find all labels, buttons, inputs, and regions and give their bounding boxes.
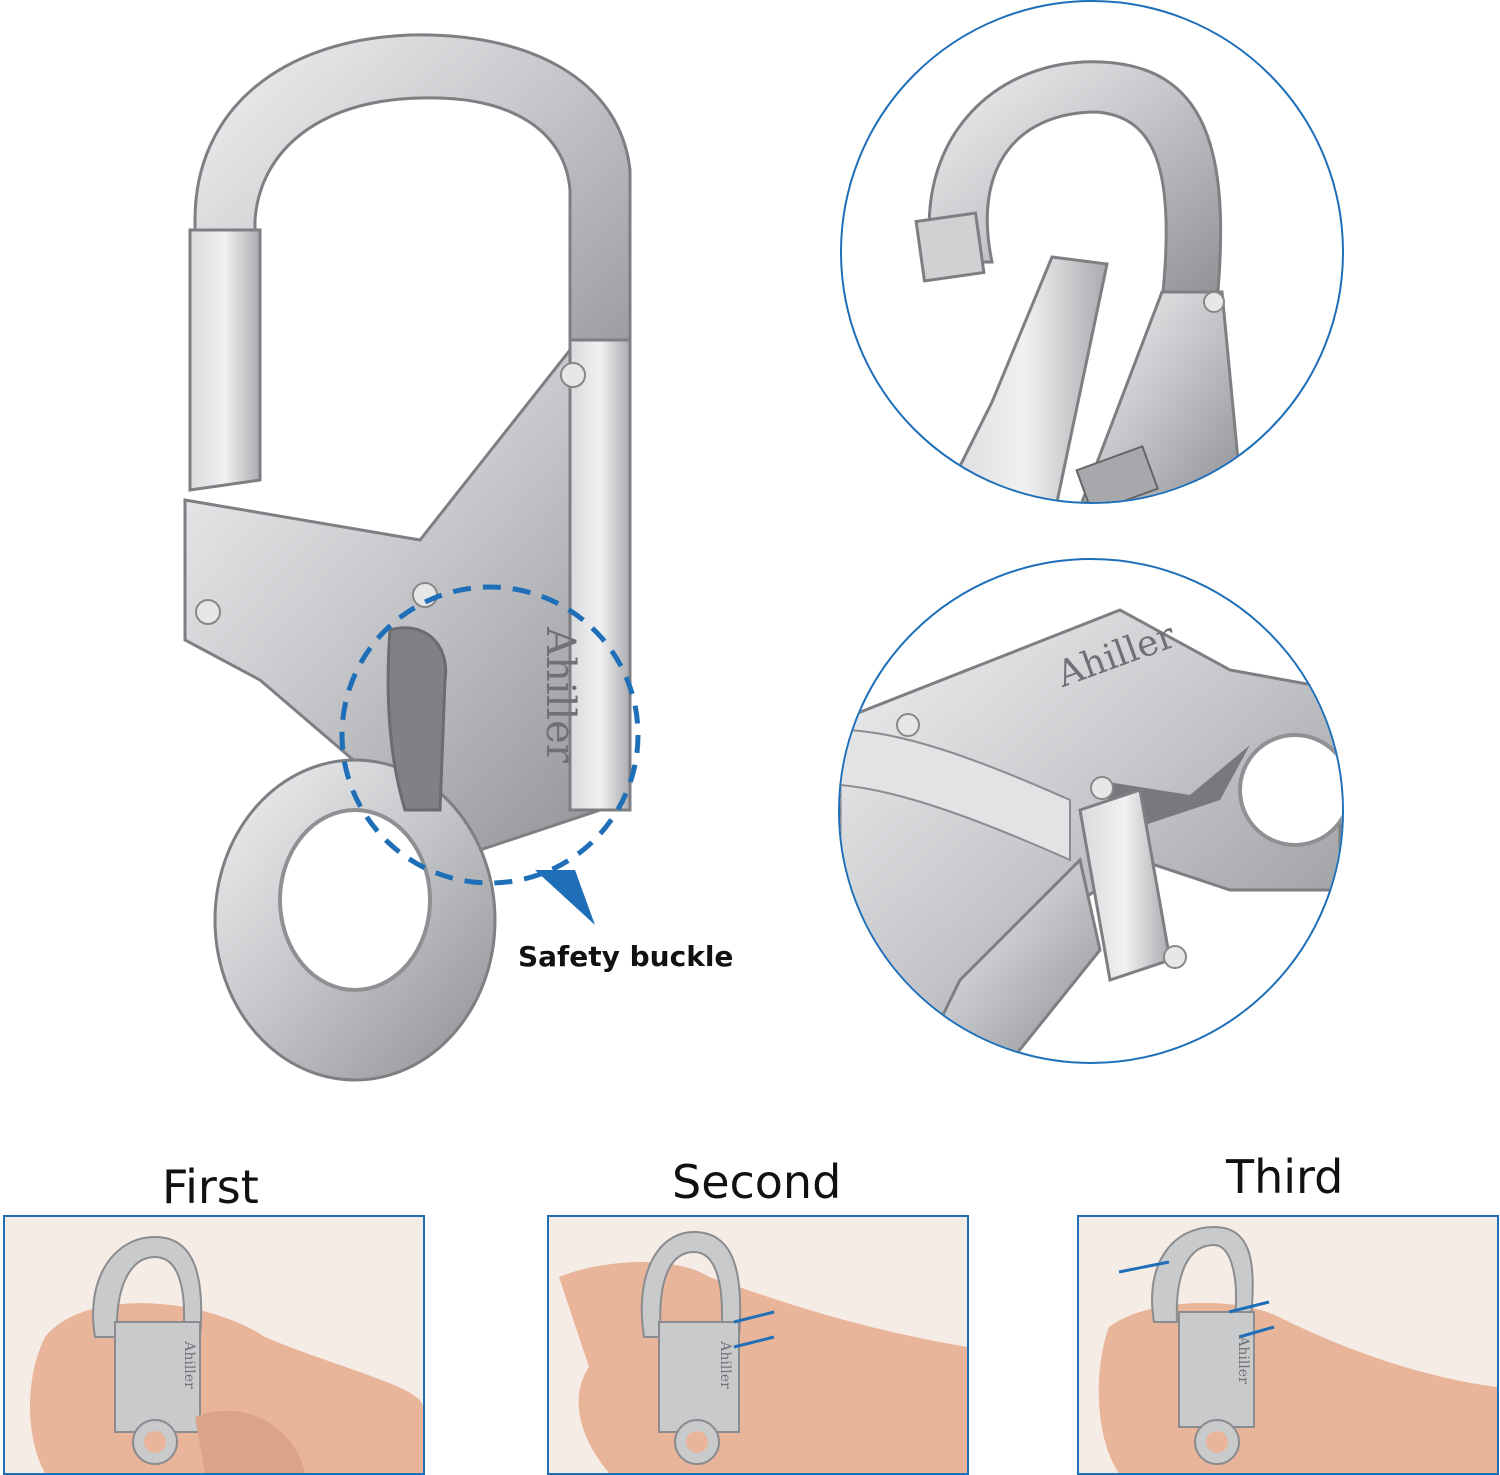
main-snap-hook-image bbox=[183, 33, 641, 1082]
arrow-indicator bbox=[733, 1335, 775, 1349]
step-label-first: First bbox=[162, 1160, 259, 1214]
step-label-third: Third bbox=[1226, 1150, 1344, 1204]
step-first-photo: Ahiller bbox=[3, 1215, 425, 1475]
arrow-indicator bbox=[1118, 1260, 1170, 1274]
rivet bbox=[1203, 291, 1225, 313]
rivet bbox=[1163, 945, 1187, 969]
rivet bbox=[195, 599, 221, 625]
rivet bbox=[1090, 776, 1114, 800]
safety-buckle-callout: Safety buckle bbox=[518, 940, 734, 973]
callout-arrow bbox=[535, 870, 595, 925]
brand-engraving: Ahiller bbox=[537, 627, 584, 763]
rivet bbox=[560, 362, 586, 388]
arrow-indicator bbox=[733, 1310, 775, 1324]
rivet bbox=[412, 582, 438, 608]
brand-engraving: Ahiller bbox=[180, 1341, 197, 1389]
brand-engraving: Ahiller bbox=[1234, 1336, 1251, 1384]
gate-open-detail bbox=[840, 0, 1344, 504]
step-label-second: Second bbox=[672, 1155, 842, 1209]
step-third-photo: Ahiller bbox=[1077, 1215, 1499, 1475]
arrow-indicator bbox=[1238, 1325, 1275, 1339]
rivet bbox=[896, 713, 920, 737]
safety-buckle-highlight bbox=[339, 584, 641, 886]
lock-mechanism-detail: Ahiller bbox=[838, 558, 1344, 1064]
brand-engraving: Ahiller bbox=[716, 1341, 733, 1389]
arrow-indicator bbox=[1228, 1300, 1270, 1314]
step-second-photo: Ahiller bbox=[547, 1215, 969, 1475]
